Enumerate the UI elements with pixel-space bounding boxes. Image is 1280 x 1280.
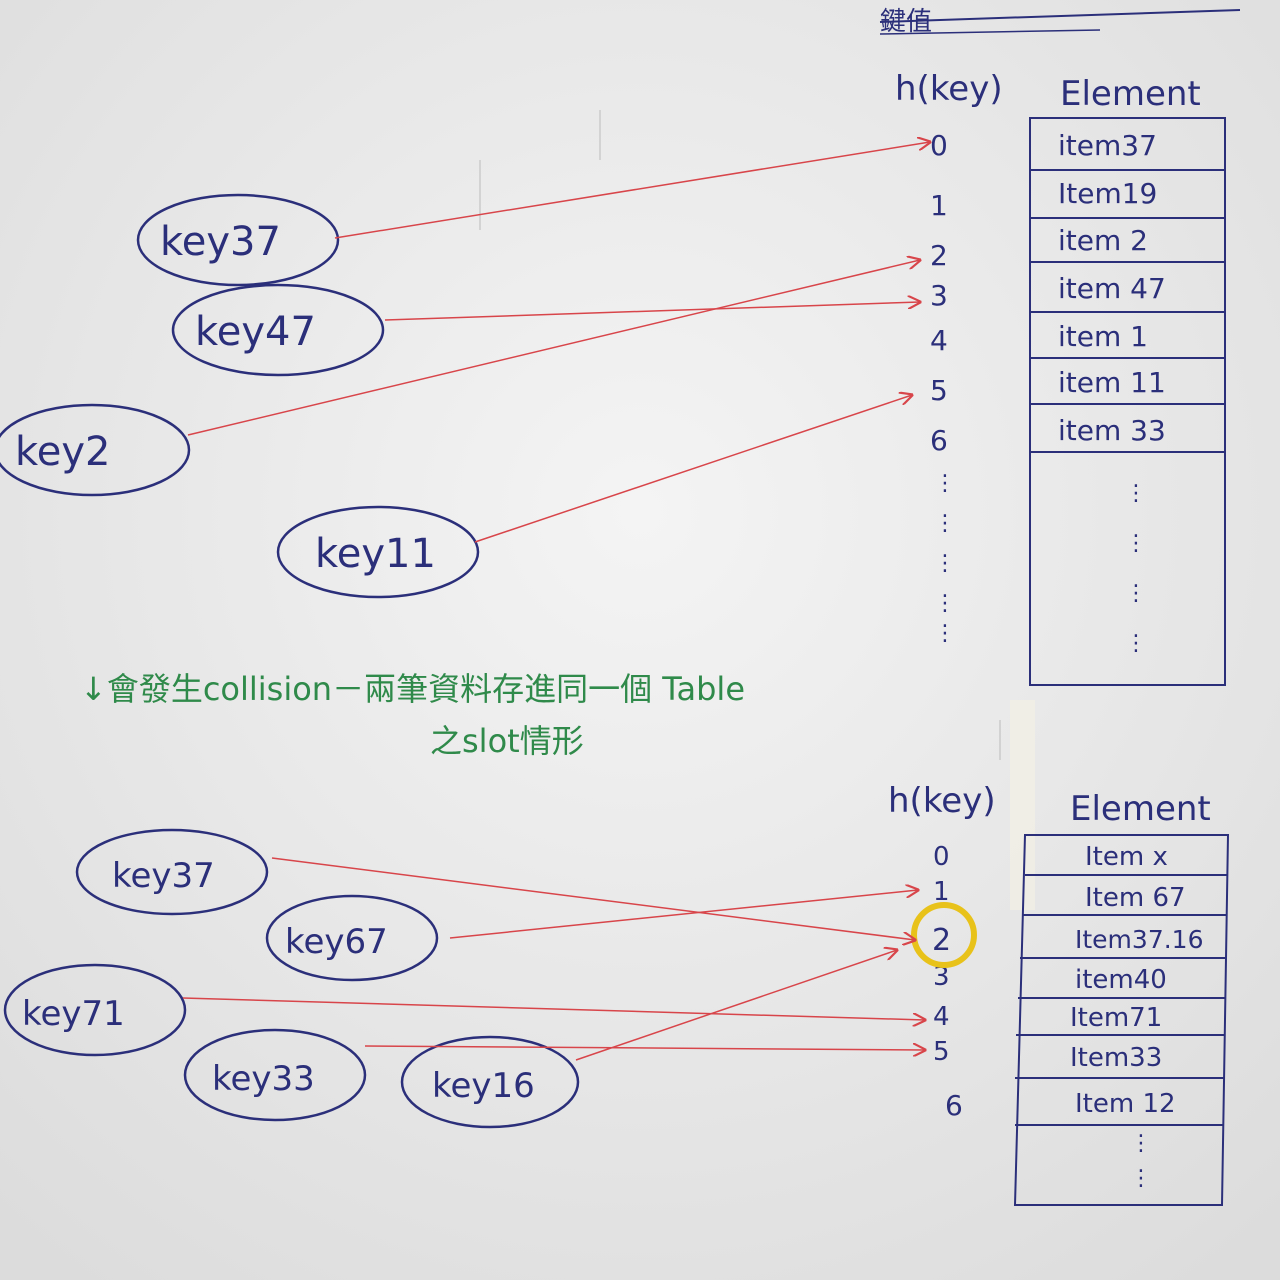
- arrow-bkey37-to-2: [271, 857, 915, 940]
- top-key-oval-2: [0, 403, 191, 497]
- bottom-index-3: 3: [933, 962, 950, 992]
- top-element-label: Element: [1060, 74, 1201, 114]
- arrow-key11-to-5: [474, 395, 912, 543]
- bottom-index-2: 2: [932, 923, 951, 958]
- bottom-element-table: [1013, 834, 1230, 1206]
- arrow-key47-to-3: [384, 302, 920, 321]
- bottom-key-16: key16: [432, 1066, 535, 1106]
- top-index-0: 0: [930, 129, 948, 162]
- svg-text:⋮: ⋮: [1125, 581, 1147, 606]
- arrow-bkey33-to-5: [364, 1046, 925, 1050]
- top-index-2: 2: [930, 239, 948, 272]
- arrow-key37-to-0: [334, 142, 930, 239]
- bottom-element-items: Item x Item 67 Item37.16 item40 Item71 I…: [1070, 842, 1203, 1191]
- top-item-0: item37: [1058, 129, 1157, 162]
- svg-text:⋮: ⋮: [934, 551, 956, 576]
- bottom-item-6: Item 12: [1075, 1089, 1176, 1119]
- bottom-key-oval-67: [265, 894, 439, 982]
- top-key-oval-37: [136, 193, 340, 287]
- top-item-6: item 33: [1058, 414, 1166, 447]
- svg-text:⋮: ⋮: [1125, 631, 1147, 656]
- bottom-item-0: Item x: [1085, 842, 1168, 872]
- arrow-bkey71-to-4: [182, 997, 925, 1020]
- bottom-key-71: key71: [22, 994, 125, 1034]
- bottom-item-4: Item71: [1070, 1003, 1162, 1033]
- top-item-5: item 11: [1058, 366, 1166, 399]
- arrow-bkey67-to-1: [449, 890, 918, 939]
- bottom-index-column: 0 1 2 3 4 5 6: [932, 842, 963, 1122]
- bottom-key-oval-71: [3, 963, 187, 1057]
- top-item-3: item 47: [1058, 272, 1166, 305]
- top-index-ellipsis: ⋮: [934, 471, 956, 496]
- bottom-key-ovals: [3, 828, 580, 1129]
- top-key-oval-47: [171, 283, 385, 377]
- header-strike: [879, 9, 1241, 23]
- bottom-item-2: Item37.16: [1075, 925, 1203, 954]
- note-line-1: ↓會發生collision－兩筆資料存進同一個 Table: [80, 670, 745, 708]
- bottom-key-67: key67: [285, 922, 388, 962]
- top-index-column: 0 1 2 3 4 5 6 ⋮ ⋮ ⋮ ⋮ ⋮: [930, 129, 956, 646]
- top-arrows: [187, 142, 930, 543]
- collision-note: ↓會發生collision－兩筆資料存進同一個 Table 之slot情形: [80, 670, 745, 760]
- top-index-3: 3: [930, 279, 948, 312]
- bottom-key-oval-33: [183, 1028, 367, 1122]
- bottom-item-5: Item33: [1070, 1043, 1162, 1073]
- top-index-4: 4: [930, 324, 948, 357]
- top-key-2: key2: [15, 429, 110, 475]
- bottom-table-ellipsis: ⋮: [1130, 1131, 1152, 1156]
- svg-text:⋮: ⋮: [934, 591, 956, 616]
- bottom-element-label: Element: [1070, 789, 1211, 829]
- top-index-1: 1: [930, 189, 948, 222]
- top-index-6: 6: [930, 424, 948, 457]
- top-key-47: key47: [195, 309, 316, 355]
- note-line-2: 之slot情形: [430, 722, 584, 760]
- bottom-index-4: 4: [933, 1002, 950, 1032]
- bottom-hkey-label: h(key): [888, 781, 996, 821]
- bottom-diagram: h(key) Element 0 1 2 3 4 5 6 Item x It: [3, 781, 1230, 1206]
- arrow-bkey16-to-2: [575, 950, 897, 1061]
- top-hkey-label: h(key): [895, 69, 1003, 109]
- svg-text:⋮: ⋮: [1125, 531, 1147, 556]
- bottom-item-1: Item 67: [1085, 883, 1186, 913]
- top-index-5: 5: [930, 374, 948, 407]
- bottom-index-1: 1: [933, 877, 950, 907]
- top-key-ovals: [0, 193, 480, 599]
- bottom-key-oval-16: [400, 1035, 580, 1129]
- bottom-arrows: [182, 857, 925, 1061]
- bottom-item-3: item40: [1075, 965, 1167, 995]
- top-key-37: key37: [160, 219, 281, 265]
- bottom-key-33: key33: [212, 1059, 315, 1099]
- svg-text:⋮: ⋮: [934, 511, 956, 536]
- top-key-oval-11: [276, 505, 480, 599]
- bottom-key-37: key37: [112, 856, 215, 896]
- top-table-ellipsis: ⋮: [1125, 481, 1147, 506]
- top-element-table: [1029, 117, 1226, 686]
- top-item-4: item 1: [1058, 320, 1148, 353]
- bottom-index-6: 6: [945, 1089, 963, 1122]
- top-item-1: Item19: [1058, 177, 1157, 210]
- bottom-index-0: 0: [933, 842, 950, 872]
- svg-text:⋮: ⋮: [1130, 1166, 1152, 1191]
- svg-text:⋮: ⋮: [934, 621, 956, 646]
- top-item-2: item 2: [1058, 224, 1148, 257]
- arrow-key2-to-2: [187, 260, 920, 436]
- bottom-index-5: 5: [933, 1037, 950, 1067]
- top-element-items: item37 Item19 item 2 item 47 item 1 item…: [1058, 129, 1166, 656]
- top-key-11: key11: [315, 531, 436, 577]
- bottom-key-oval-37: [75, 828, 269, 916]
- top-diagram: h(key) Element 0 1 2 3 4 5 6 ⋮ ⋮ ⋮ ⋮ ⋮: [0, 69, 1226, 686]
